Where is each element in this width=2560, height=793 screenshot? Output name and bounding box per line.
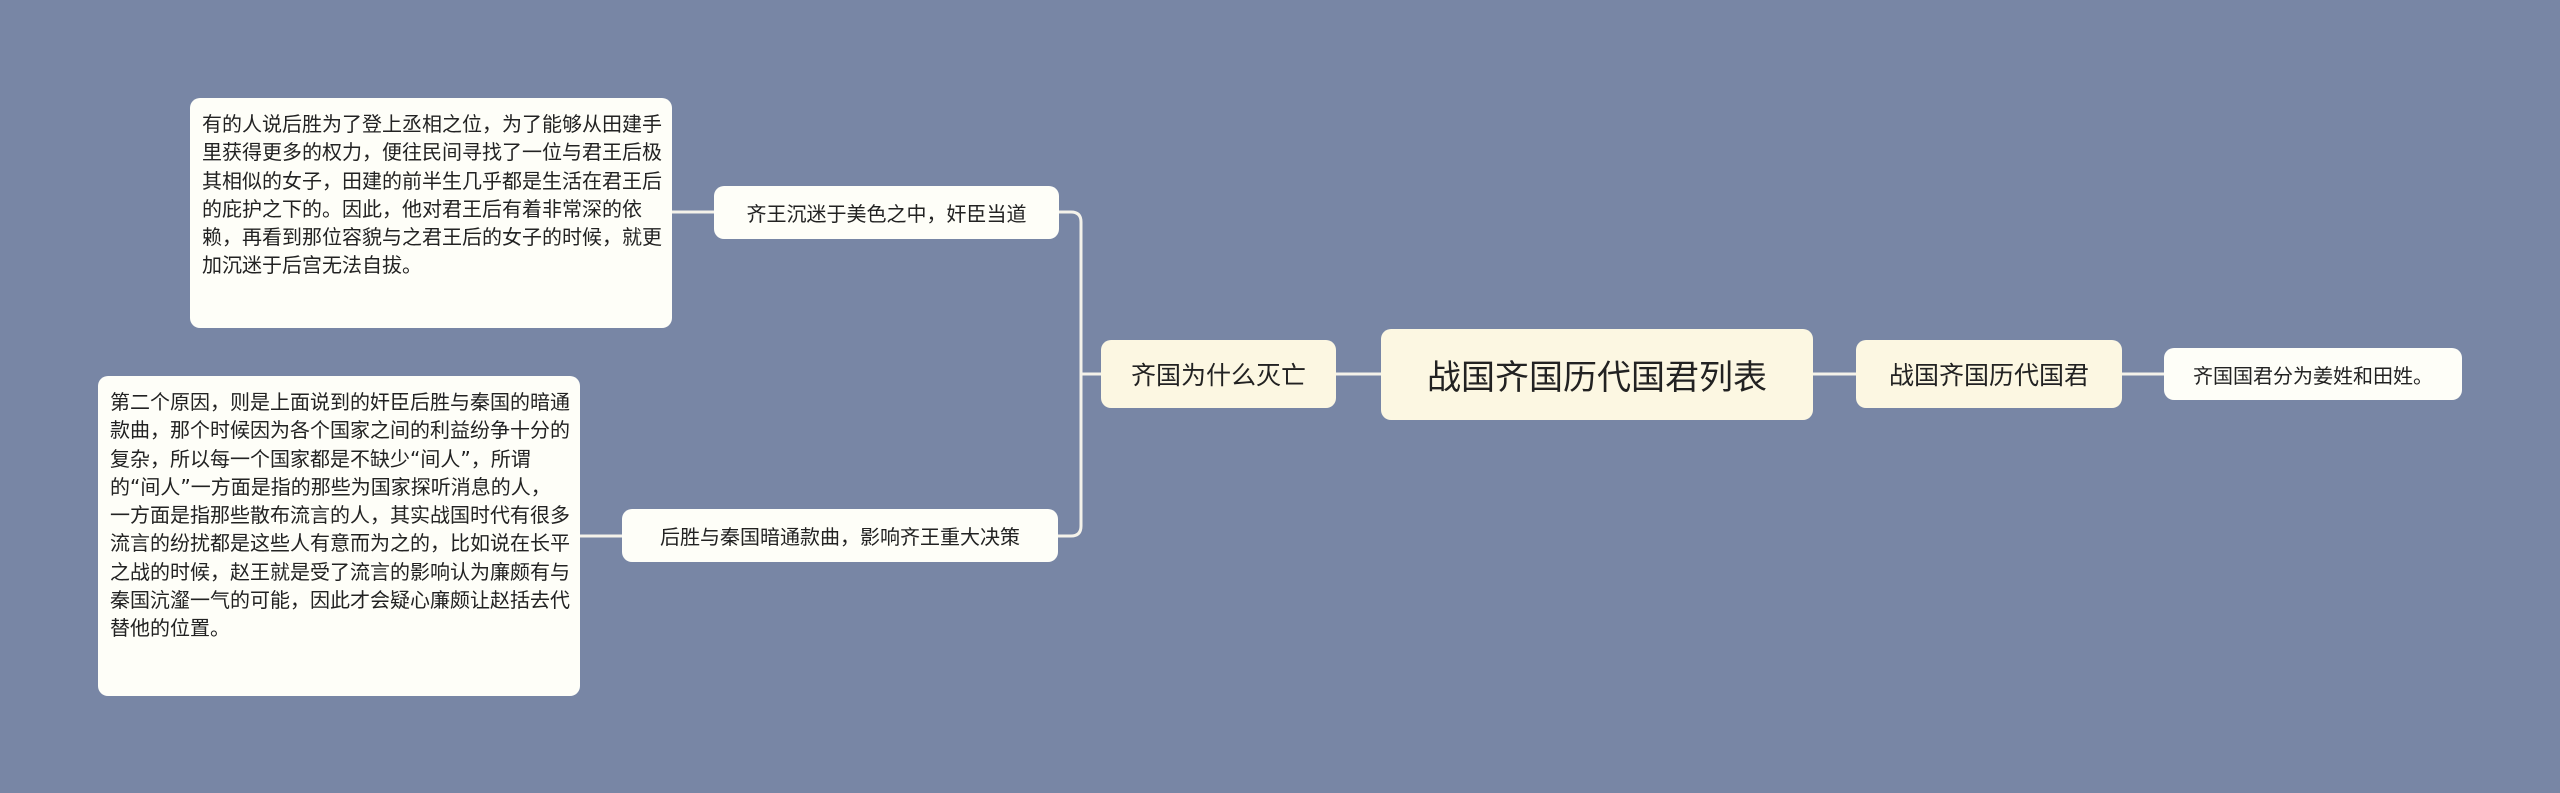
subtopic-king-indulgence[interactable]: 齐王沉迷于美色之中，奸臣当道	[714, 186, 1059, 239]
detail-note-housheng-collusion[interactable]: 第二个原因，则是上面说到的奸臣后胜与秦国的暗通款曲，那个时候因为各个国家之间的利…	[98, 376, 580, 696]
topic-why-qi-fell[interactable]: 齐国为什么灭亡	[1101, 340, 1336, 408]
subtopic-ruler-surnames[interactable]: 齐国国君分为姜姓和田姓。	[2164, 348, 2462, 400]
detail-note-king-indulgence-text: 有的人说后胜为了登上丞相之位，为了能够从田建手里获得更多的权力，便往民间寻找了一…	[202, 112, 662, 278]
subtopic-king-indulgence-label: 齐王沉迷于美色之中，奸臣当道	[746, 202, 1027, 226]
subtopic-housheng-collusion[interactable]: 后胜与秦国暗通款曲，影响齐王重大决策	[622, 509, 1058, 562]
topic-qi-rulers[interactable]: 战国齐国历代国君	[1856, 340, 2122, 408]
topic-why-qi-fell-label: 齐国为什么灭亡	[1130, 361, 1306, 390]
root-topic[interactable]: 战国齐国历代国君列表	[1381, 329, 1813, 420]
topic-qi-rulers-label: 战国齐国历代国君	[1888, 361, 2089, 390]
detail-note-housheng-collusion-text: 第二个原因，则是上面说到的奸臣后胜与秦国的暗通款曲，那个时候因为各个国家之间的利…	[110, 390, 570, 641]
subtopic-housheng-collusion-label: 后胜与秦国暗通款曲，影响齐王重大决策	[660, 525, 1020, 549]
subtopic-ruler-surnames-label: 齐国国君分为姜姓和田姓。	[2193, 363, 2433, 388]
detail-note-king-indulgence[interactable]: 有的人说后胜为了登上丞相之位，为了能够从田建手里获得更多的权力，便往民间寻找了一…	[190, 98, 672, 328]
root-topic-label: 战国齐国历代国君列表	[1427, 358, 1767, 398]
